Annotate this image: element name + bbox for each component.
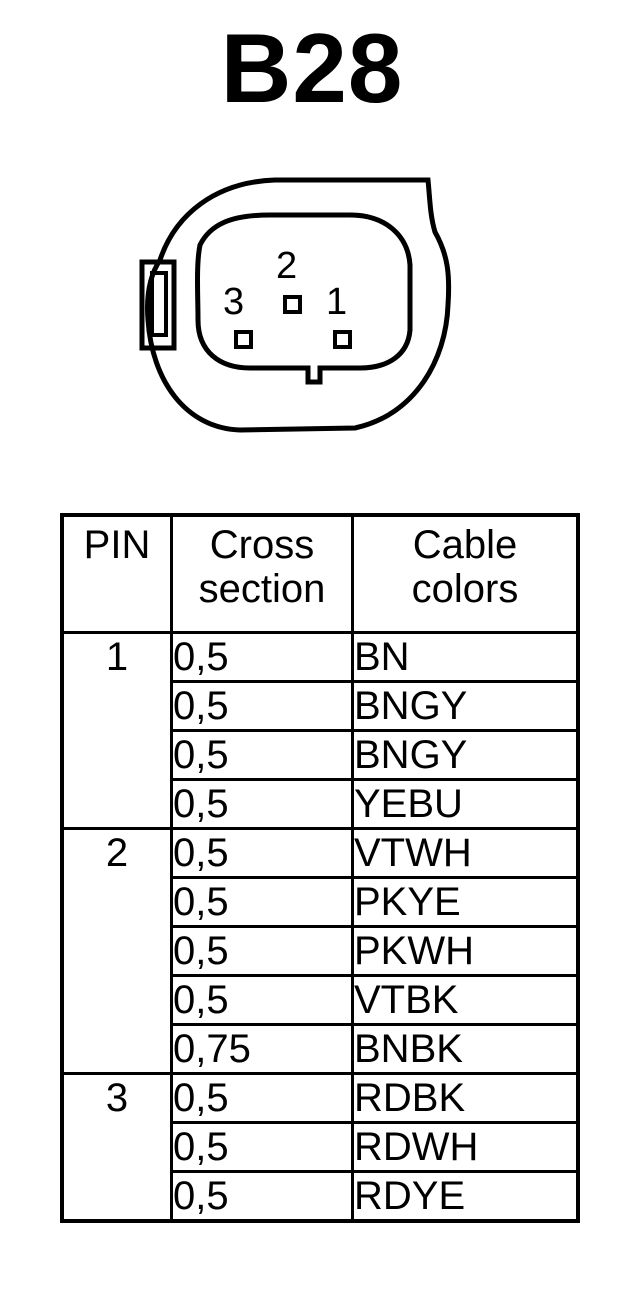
cable-color-cell: RDWH bbox=[351, 1121, 580, 1173]
cable-color-cell: BNGY bbox=[351, 729, 580, 781]
header-cable-colors-line1: Cable bbox=[412, 523, 518, 567]
cross-section-cell: 0,75 bbox=[170, 1023, 354, 1075]
table-row: 0,5 VTBK bbox=[62, 974, 580, 1026]
cable-color-cell: RDBK bbox=[351, 1072, 580, 1124]
header-pin-label: PIN bbox=[83, 523, 151, 567]
cross-section-cell: 0,5 bbox=[170, 876, 354, 928]
connector-latch bbox=[139, 259, 177, 351]
cross-section-cell: 0,5 bbox=[170, 1170, 354, 1223]
pin-cell: 2 bbox=[60, 827, 173, 1075]
cable-color-cell: PKWH bbox=[351, 925, 580, 977]
pin-3-contact bbox=[234, 330, 253, 349]
connector-latch-inner bbox=[150, 271, 168, 337]
cross-section-cell: 0,5 bbox=[170, 974, 354, 1026]
pin-2-label: 2 bbox=[276, 245, 297, 287]
table-row: 3 0,5 RDBK bbox=[60, 1072, 580, 1223]
table-row: 1 0,5 BN bbox=[60, 631, 580, 830]
connector-face-diagram: 2 3 1 bbox=[139, 177, 452, 433]
table-row: 0,75 BNBK bbox=[62, 1023, 580, 1075]
pin-1-label: 1 bbox=[326, 281, 347, 323]
cable-color-cell: PKYE bbox=[351, 876, 580, 928]
pin-cell: 1 bbox=[60, 631, 173, 830]
cable-color-cell: VTBK bbox=[351, 974, 580, 1026]
pin-1-contact bbox=[333, 330, 352, 349]
table-header-row: PIN Cross section Cable colors bbox=[60, 513, 580, 634]
cable-color-cell: VTWH bbox=[351, 827, 580, 879]
pin-assignment-table: PIN Cross section Cable colors 1 0,5 BN … bbox=[60, 513, 580, 1223]
cable-color-cell: BN bbox=[351, 631, 580, 683]
pin-3-label: 3 bbox=[223, 281, 244, 323]
header-cross-section: Cross section bbox=[170, 513, 354, 634]
cable-color-cell: YEBU bbox=[351, 778, 580, 830]
header-pin: PIN bbox=[60, 513, 173, 634]
cable-color-cell: BNGY bbox=[351, 680, 580, 732]
cross-section-cell: 0,5 bbox=[170, 729, 354, 781]
pin-2-contact bbox=[283, 295, 302, 314]
header-cross-section-line2: section bbox=[198, 567, 326, 611]
table-row: 0,5 RDWH bbox=[62, 1121, 580, 1173]
table-body: 1 0,5 BN 0,5 BNGY 0,5 BNGY 0,5 YEBU 2 0,… bbox=[60, 631, 580, 1223]
table-row: 0,5 PKYE bbox=[62, 876, 580, 928]
table-row: 2 0,5 VTWH bbox=[60, 827, 580, 1075]
cross-section-cell: 0,5 bbox=[170, 778, 354, 830]
cross-section-cell: 0,5 bbox=[170, 680, 354, 732]
table-row: 0,5 YEBU bbox=[62, 778, 580, 830]
pin-cell: 3 bbox=[60, 1072, 173, 1223]
table-row: 0,5 PKWH bbox=[62, 925, 580, 977]
connector-title: B28 bbox=[220, 13, 404, 123]
header-cross-section-line1: Cross bbox=[209, 523, 315, 567]
cross-section-cell: 0,5 bbox=[170, 1121, 354, 1173]
cross-section-cell: 0,5 bbox=[170, 631, 354, 683]
table-row: 0,5 BNGY bbox=[62, 729, 580, 781]
table-row: 0,5 BNGY bbox=[62, 680, 580, 732]
cable-color-cell: BNBK bbox=[351, 1023, 580, 1075]
connector-cavity-outline bbox=[195, 212, 413, 385]
header-cable-colors: Cable colors bbox=[351, 513, 580, 634]
cross-section-cell: 0,5 bbox=[170, 827, 354, 879]
cross-section-cell: 0,5 bbox=[170, 1072, 354, 1124]
table-row: 0,5 RDYE bbox=[62, 1170, 580, 1223]
cable-color-cell: RDYE bbox=[351, 1170, 580, 1223]
header-cable-colors-line2: colors bbox=[411, 567, 519, 611]
cross-section-cell: 0,5 bbox=[170, 925, 354, 977]
